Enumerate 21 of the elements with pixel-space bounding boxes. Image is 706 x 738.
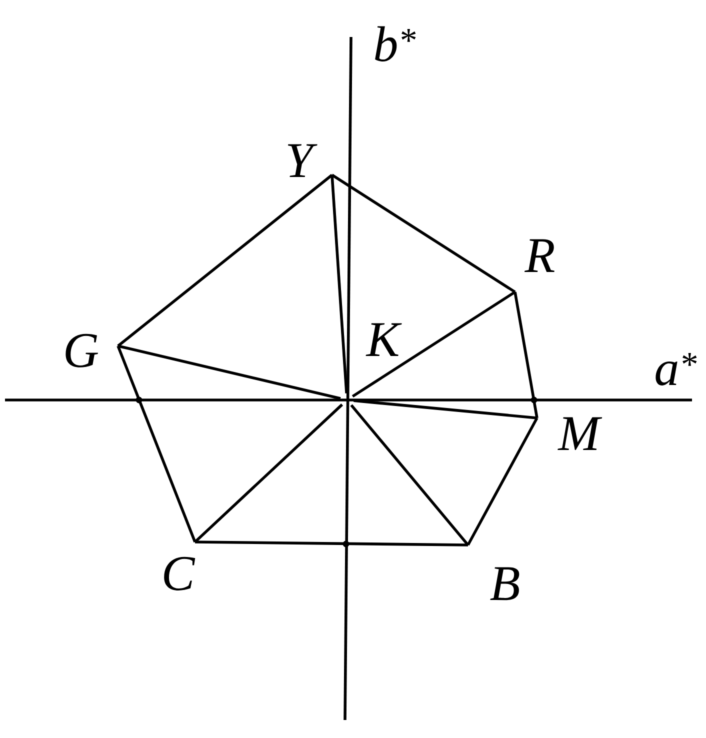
line <box>514 292 538 418</box>
vertex-label: K <box>366 323 402 356</box>
line <box>466 417 538 546</box>
line <box>116 345 196 542</box>
vertex-label: C <box>164 556 196 590</box>
line <box>350 404 470 546</box>
vertex-label: M <box>558 417 602 450</box>
line <box>117 174 333 348</box>
vertex-label: B <box>490 567 520 600</box>
vertex-label: Y <box>288 144 318 177</box>
vertex-label: R <box>524 239 554 272</box>
line <box>194 404 344 544</box>
vertex-label: G <box>66 334 98 368</box>
line <box>195 540 468 546</box>
line <box>331 174 516 294</box>
line <box>352 290 516 398</box>
line <box>330 174 348 394</box>
line <box>118 344 341 400</box>
axis-label: b$^{*}$ <box>375 26 416 62</box>
line <box>354 399 538 420</box>
axis-label: a$^{*}$ <box>656 353 697 386</box>
